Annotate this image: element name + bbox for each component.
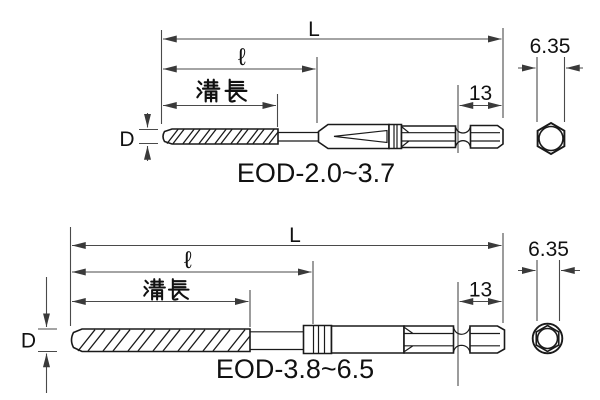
inscribed-circle	[538, 125, 564, 152]
bottom-diagram: L ℓ 13 6.35 D 溝長 EO	[21, 224, 580, 393]
body-length-label-top: ℓ	[238, 44, 246, 71]
top-sleeve	[317, 123, 390, 150]
flute-length-label-bottom: 溝長	[143, 278, 190, 301]
diameter-label-bottom: D	[21, 330, 36, 353]
hexagon-shape	[535, 324, 560, 353]
top-diagram: L ℓ 13 6.35 D 溝長 EO	[119, 18, 583, 188]
hex-width-label-top: 6.35	[530, 35, 571, 58]
bottom-groove-neck	[452, 326, 471, 353]
bottom-sleeve	[330, 325, 405, 354]
bottom-drill-drawing	[70, 324, 506, 355]
bottom-hex-end	[469, 325, 506, 354]
top-groove-neck	[454, 126, 472, 148]
body-length-label-bottom: ℓ	[184, 247, 192, 274]
top-hex-end	[469, 124, 504, 149]
bottom-hex-cross-section	[531, 322, 564, 355]
top-extension-lines	[160, 28, 566, 153]
top-drill-drawing	[162, 123, 504, 150]
bottom-extension-lines	[69, 227, 561, 386]
top-hex-shank	[400, 125, 457, 149]
model-name-top: EOD-2.0~3.7	[237, 158, 395, 188]
top-hex-cross-section	[536, 121, 566, 156]
top-shank-rod	[278, 131, 318, 142]
bottom-dimension-lines	[38, 241, 580, 393]
top-dimension-lines	[139, 35, 583, 161]
bottom-shank-rod	[250, 331, 304, 351]
bottom-flute-spirals	[77, 329, 251, 352]
drive-end-length-label-bottom: 13	[469, 279, 492, 302]
model-name-bottom: EOD-3.8~6.5	[216, 354, 374, 384]
top-sleeve-slot	[333, 129, 388, 144]
top-flute-spirals	[166, 129, 279, 145]
bottom-hex-shank	[403, 325, 455, 354]
flute-length-label-top: 溝長	[196, 78, 248, 103]
overall-length-label-bottom: L	[289, 224, 301, 247]
overall-length-label-top: L	[308, 18, 320, 41]
bottom-collar-rings	[302, 324, 333, 355]
hex-width-label-bottom: 6.35	[528, 238, 569, 261]
top-rings	[388, 123, 403, 150]
drive-end-length-label-top: 13	[469, 82, 492, 105]
inner-circle	[536, 327, 559, 350]
diameter-label-top: D	[119, 128, 134, 151]
hexagon-shape	[536, 121, 566, 156]
